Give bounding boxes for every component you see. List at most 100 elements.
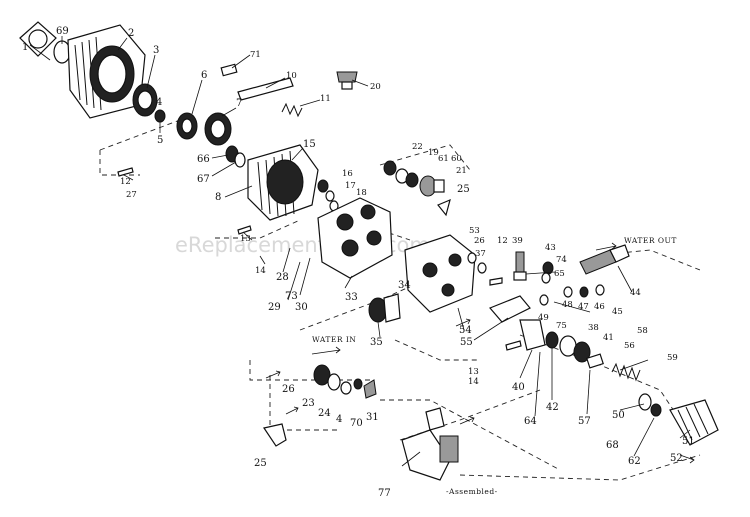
part-label: 25 xyxy=(457,184,470,195)
part-46 xyxy=(595,284,605,296)
part-ring-67 xyxy=(234,152,246,168)
part-48 xyxy=(563,286,573,298)
part-spring-11 xyxy=(281,102,303,118)
water-out-label: WATER OUT xyxy=(624,236,677,245)
part-bolt-13 xyxy=(237,225,252,235)
part-label: 41 xyxy=(603,333,614,343)
part-label: 15 xyxy=(303,139,316,150)
parts xyxy=(19,21,719,481)
part-unloader-cap xyxy=(669,399,719,446)
part-label: 39 xyxy=(512,236,523,246)
part-label: 7 xyxy=(236,98,242,109)
part-label: 13 xyxy=(468,367,479,377)
part-label: 44 xyxy=(630,288,641,298)
part-label: 28 xyxy=(276,272,289,283)
part-65 xyxy=(541,272,551,284)
part-68 xyxy=(650,403,662,417)
part-label: 18 xyxy=(356,188,367,198)
part-spring-59 xyxy=(611,362,641,382)
part-label: 69 xyxy=(56,26,69,37)
part-label: 62 xyxy=(628,456,641,467)
part-58 xyxy=(586,353,604,369)
part-label: 37 xyxy=(475,249,486,259)
part-label: 29 xyxy=(268,302,281,313)
part-label: 70 xyxy=(350,418,363,429)
part-pump-housing xyxy=(247,144,319,221)
part-label: 57 xyxy=(578,416,591,427)
part-cap-20 xyxy=(336,71,358,90)
part-75 xyxy=(545,331,559,349)
part-26b xyxy=(313,364,331,386)
part-bracket-55 xyxy=(488,295,531,323)
part-label: 4 xyxy=(156,97,162,108)
part-label: 11 xyxy=(320,94,331,104)
part-label: 16 xyxy=(342,169,353,179)
part-label: 68 xyxy=(606,440,619,451)
part-outlet-fitting xyxy=(579,244,630,275)
part-label: 35 xyxy=(370,337,383,348)
part-41 xyxy=(573,341,591,363)
part-label: 54 xyxy=(459,325,472,336)
part-manifold xyxy=(404,234,476,313)
assembled-label: -Assembled- xyxy=(446,487,498,496)
part-label: 13 xyxy=(240,234,251,244)
part-inlet-fitting xyxy=(368,293,401,323)
part-label: 25 xyxy=(254,458,267,469)
part-label: 66 xyxy=(197,154,210,165)
part-label: 53 xyxy=(469,226,480,236)
part-label: 56 xyxy=(624,341,635,351)
part-label: 2 xyxy=(128,28,134,39)
part-label: 8 xyxy=(215,192,221,203)
part-label: 59 xyxy=(667,353,678,363)
part-label: 55 xyxy=(460,337,473,348)
part-label: 22 xyxy=(412,142,423,152)
part-label: 3 xyxy=(153,45,159,56)
part-22 xyxy=(383,160,397,176)
part-label: 64 xyxy=(524,416,537,427)
part-bolt-13b xyxy=(505,340,522,351)
part-label: 21 xyxy=(456,166,467,176)
part-label: 30 xyxy=(295,302,308,313)
part-tube-40 xyxy=(519,319,546,351)
water-in-label: WATER IN xyxy=(312,335,356,344)
part-label: 43 xyxy=(545,243,556,253)
part-49 xyxy=(539,294,549,306)
part-label: 1 xyxy=(22,42,28,53)
part-label: 14 xyxy=(468,377,479,387)
part-label: 20 xyxy=(370,82,381,92)
part-label: 17 xyxy=(345,181,356,191)
part-label: 26 xyxy=(282,384,295,395)
part-37 xyxy=(477,262,487,274)
part-label: 51 xyxy=(682,436,695,447)
part-assembled-unit xyxy=(401,407,459,481)
part-label: 77 xyxy=(378,488,391,499)
part-bearing-7 xyxy=(204,112,232,146)
part-label: 5 xyxy=(157,135,163,146)
part-label: 33 xyxy=(345,292,358,303)
part-label: 67 xyxy=(197,174,210,185)
part-label: 19 xyxy=(428,148,439,158)
part-label: 61 xyxy=(438,154,449,164)
part-label: 42 xyxy=(546,402,559,413)
part-label: 75 xyxy=(556,321,567,331)
part-label: 60 xyxy=(451,154,462,164)
part-label: 10 xyxy=(286,71,297,81)
part-label: 27 xyxy=(126,190,137,200)
part-label: 24 xyxy=(318,408,331,419)
part-50 xyxy=(638,393,652,411)
part-25-upper xyxy=(437,198,451,217)
leader-lines xyxy=(29,36,691,467)
part-label: 6 xyxy=(201,70,207,81)
flow-arrows xyxy=(265,242,695,464)
part-label: 58 xyxy=(637,326,648,336)
part-ring-16 xyxy=(317,179,329,193)
part-label: 46 xyxy=(594,302,605,312)
part-label: 65 xyxy=(554,269,565,279)
part-31 xyxy=(363,379,377,399)
part-valve-21 xyxy=(419,175,445,197)
part-label: 12 xyxy=(497,236,508,246)
part-crankcase xyxy=(67,24,146,119)
part-number-labels: 1 69 2 3 4 5 6 7 66 67 8 15 71 10 11 20 … xyxy=(22,26,695,499)
